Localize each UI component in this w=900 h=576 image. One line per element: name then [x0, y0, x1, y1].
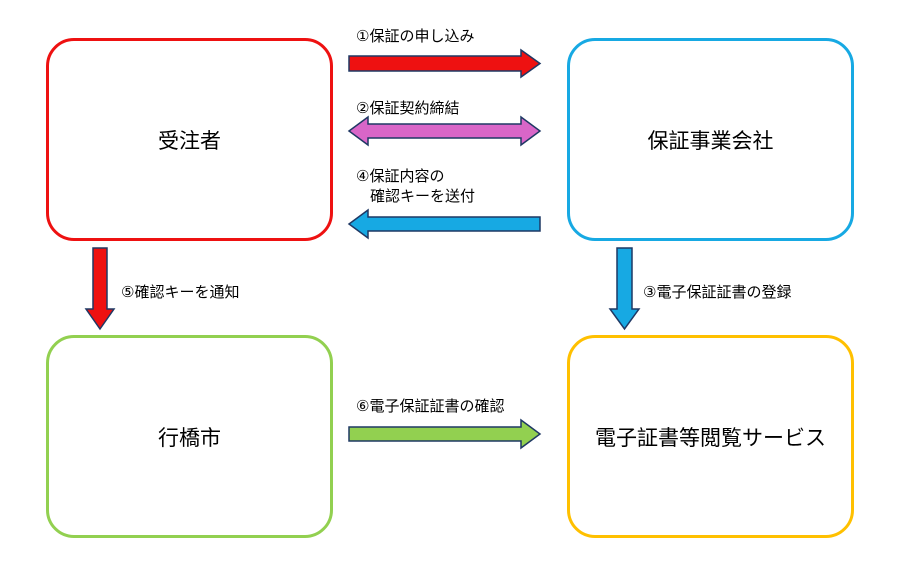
label-step2: ②保証契約締結	[356, 99, 460, 117]
arrow-step6	[348, 418, 542, 450]
label-step3: ③電子保証証書の登録	[643, 283, 792, 301]
arrow-step3	[608, 247, 641, 331]
node-city: 行橋市	[46, 335, 333, 538]
node-service-label: 電子証書等閲覧サービス	[595, 425, 826, 450]
label-step4-line1: ④保証内容の	[356, 167, 445, 185]
label-step4: ④保証内容の 確認キーを送付	[356, 166, 475, 206]
node-contractor-label: 受注者	[158, 128, 221, 153]
node-guarantor-label: 保証事業会社	[647, 128, 774, 153]
label-step1: ①保証の申し込み	[356, 27, 475, 45]
node-contractor: 受注者	[46, 38, 333, 241]
label-step4-line2: 確認キーを送付	[370, 187, 476, 205]
label-step5: ⑤確認キーを通知	[121, 283, 240, 301]
label-step6: ⑥電子保証証書の確認	[356, 397, 505, 415]
node-service: 電子証書等閲覧サービス	[567, 335, 854, 538]
node-city-label: 行橋市	[158, 425, 221, 450]
node-guarantor: 保証事業会社	[567, 38, 854, 241]
arrow-step2	[347, 115, 542, 147]
arrow-step4	[347, 208, 541, 240]
arrow-step1	[348, 48, 542, 79]
arrow-step5	[84, 247, 116, 331]
